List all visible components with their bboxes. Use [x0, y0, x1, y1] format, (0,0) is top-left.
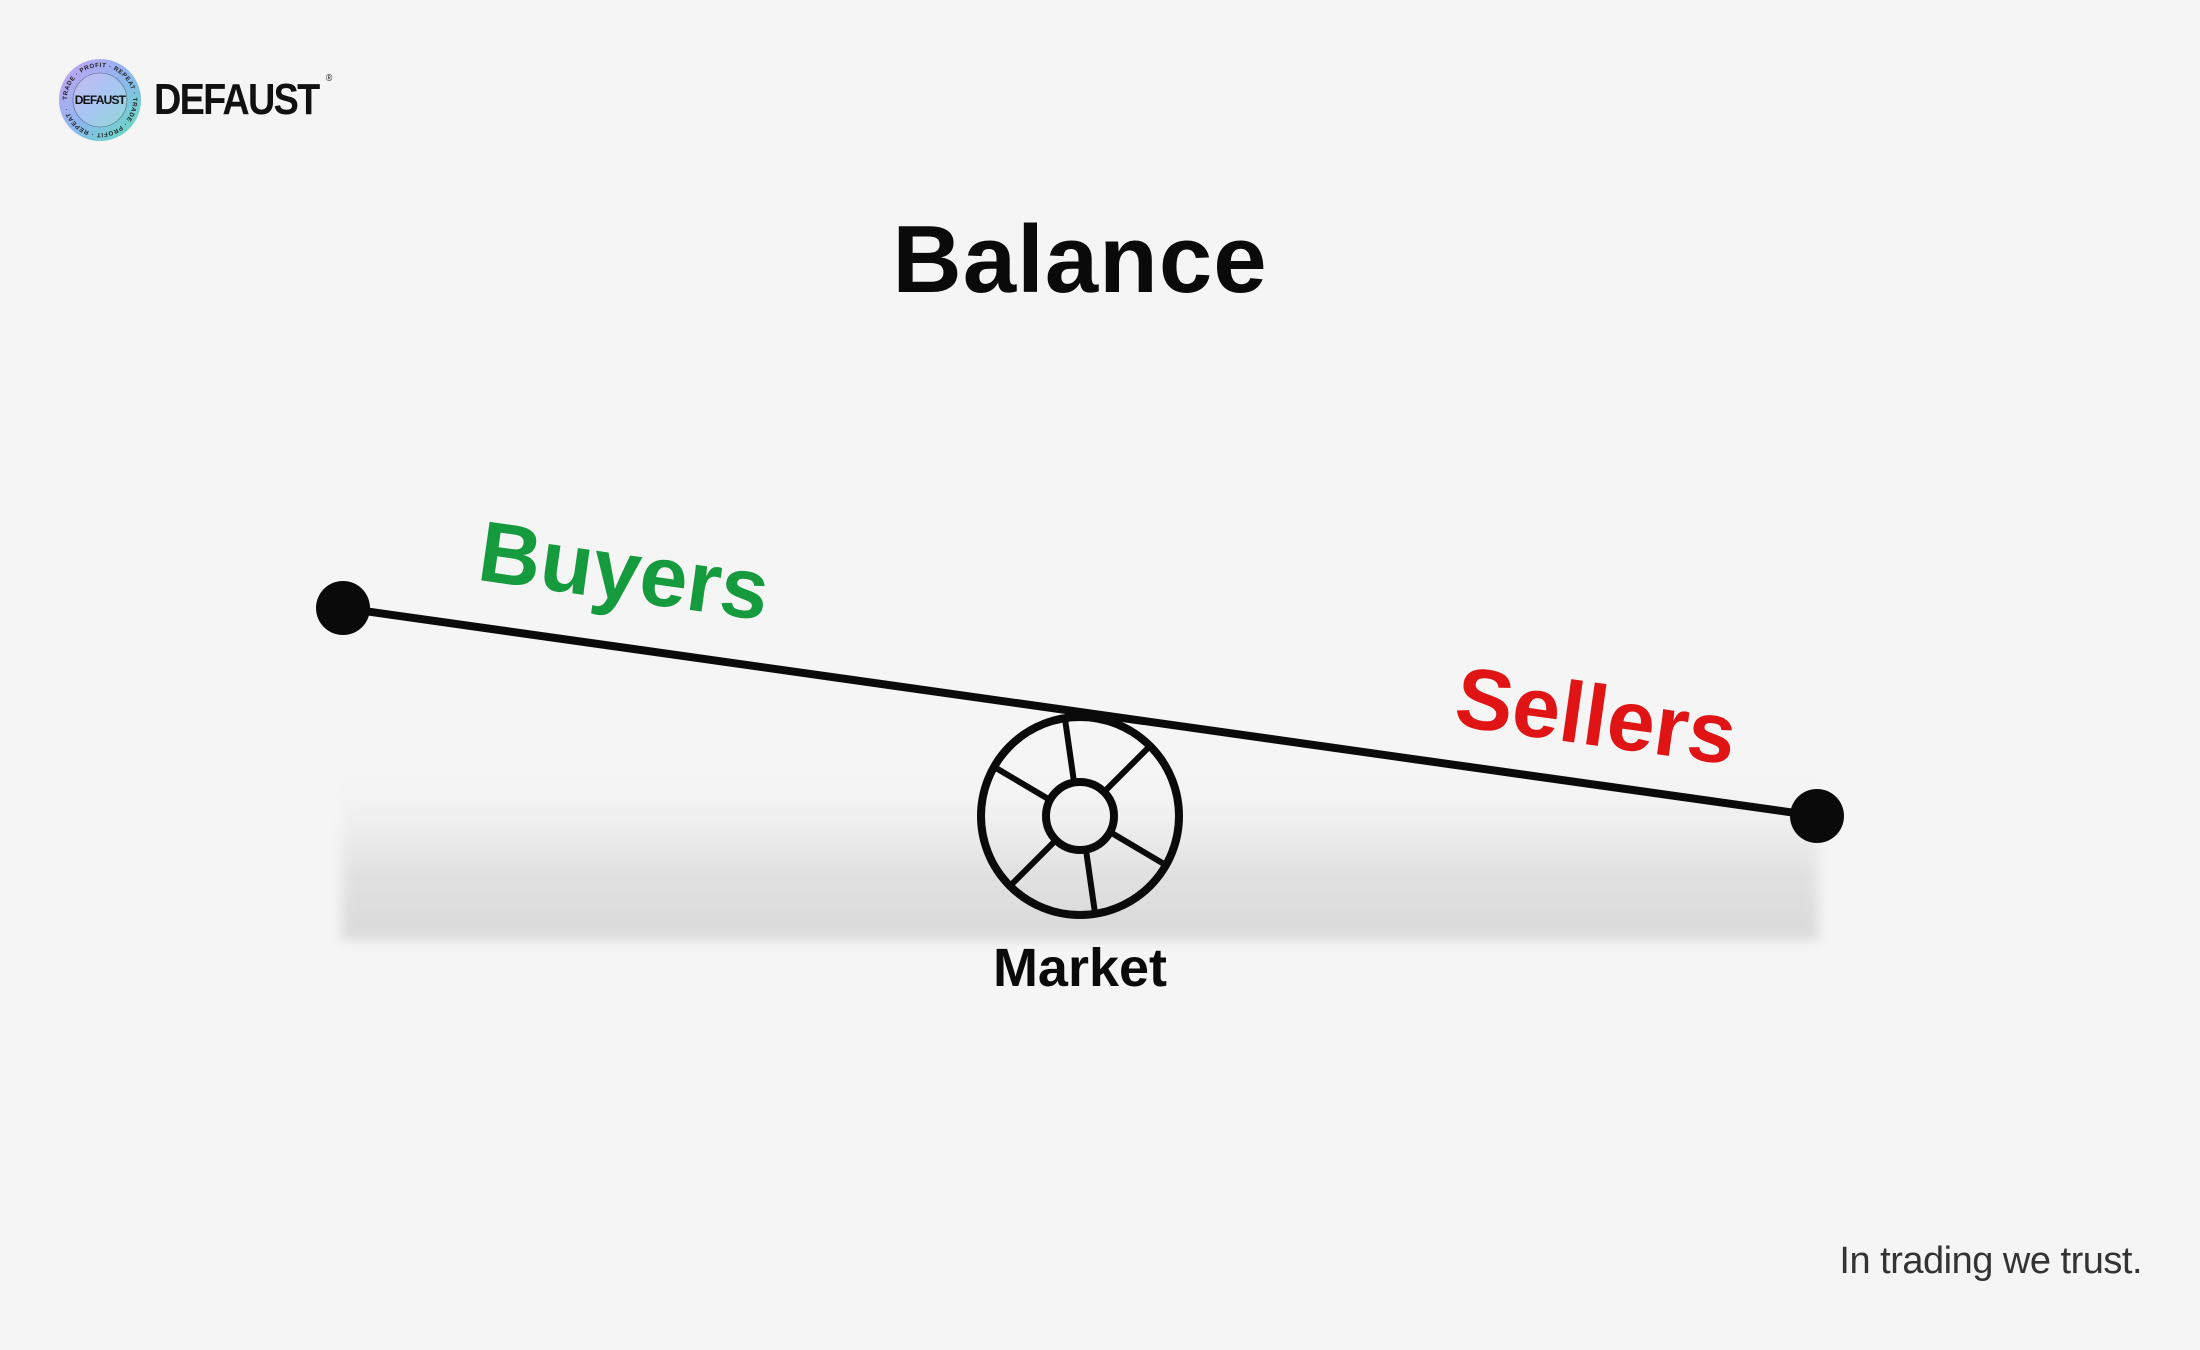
market-wheel-icon	[977, 713, 1183, 919]
brand-logo: TRADE · PROFIT · REPEAT · TRADE · PROFIT…	[58, 58, 345, 142]
brand-name-text: DEFAUST	[154, 75, 320, 124]
brand-wordmark: DEFAUST ®	[154, 73, 332, 125]
beam-right-end	[1790, 789, 1844, 843]
market-label: Market	[993, 938, 1167, 998]
badge-center-text: DEFAUST	[75, 93, 127, 107]
tagline: In trading we trust.	[1839, 1240, 2142, 1282]
buyers-label: Buyers	[473, 503, 775, 639]
page-title: Balance	[892, 206, 1268, 313]
balance-beam	[339, 604, 1821, 820]
beam-left-end	[316, 581, 370, 635]
brand-badge-icon: TRADE · PROFIT · REPEAT · TRADE · PROFIT…	[59, 59, 141, 141]
registered-mark: ®	[325, 73, 333, 84]
